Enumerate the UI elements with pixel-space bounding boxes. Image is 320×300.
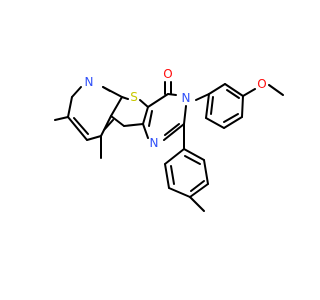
atom-label-nitrogen-pyrimidine-3: N [182,91,191,105]
bond [163,123,185,141]
bond [142,123,149,139]
bond [223,113,239,123]
bond [242,88,256,97]
bond [110,115,125,127]
bond [147,93,169,108]
bond [189,196,205,212]
bond [170,165,175,185]
bond [148,110,153,127]
bond [67,96,73,118]
bond [210,96,214,115]
bond [164,123,180,136]
bond [103,119,114,131]
bond [73,117,89,135]
bond [226,89,240,99]
bond [164,148,185,165]
bond [67,116,88,141]
bond [121,96,129,100]
atom-label-nitrogen-pyridine: N [85,75,94,89]
atom-label-oxygen-methoxy: O [257,77,266,91]
bond [195,93,210,101]
structure-canvas: O O S N N N [54,67,284,212]
atom-label-layer: O O S N N N [85,67,267,150]
bond-layer [54,81,284,212]
bond [184,155,201,165]
bond [205,93,210,119]
bond [183,105,187,125]
bond [190,180,205,192]
atom-label-oxygen-carbonyl: O [163,67,172,81]
bond [139,99,149,108]
bond [223,116,243,129]
bond [208,83,226,95]
atom-label-nitrogen-pyrimidine-1: N [150,136,159,150]
bond [168,187,191,198]
molecule-diagram: O O S N N N [54,67,284,212]
bond [189,183,209,198]
bond [164,163,170,189]
bond [100,115,112,137]
bond [268,84,284,96]
bond [123,123,144,127]
bond [71,86,82,98]
bond [54,116,69,121]
bond [102,86,111,92]
bond [205,117,225,129]
bond [110,96,123,117]
bond [142,106,149,125]
bond [167,93,177,96]
atom-label-sulfur: S [130,90,138,104]
bond [183,148,205,161]
bond [241,95,244,118]
bond [203,159,209,185]
bond [86,135,102,141]
bond [224,83,244,97]
